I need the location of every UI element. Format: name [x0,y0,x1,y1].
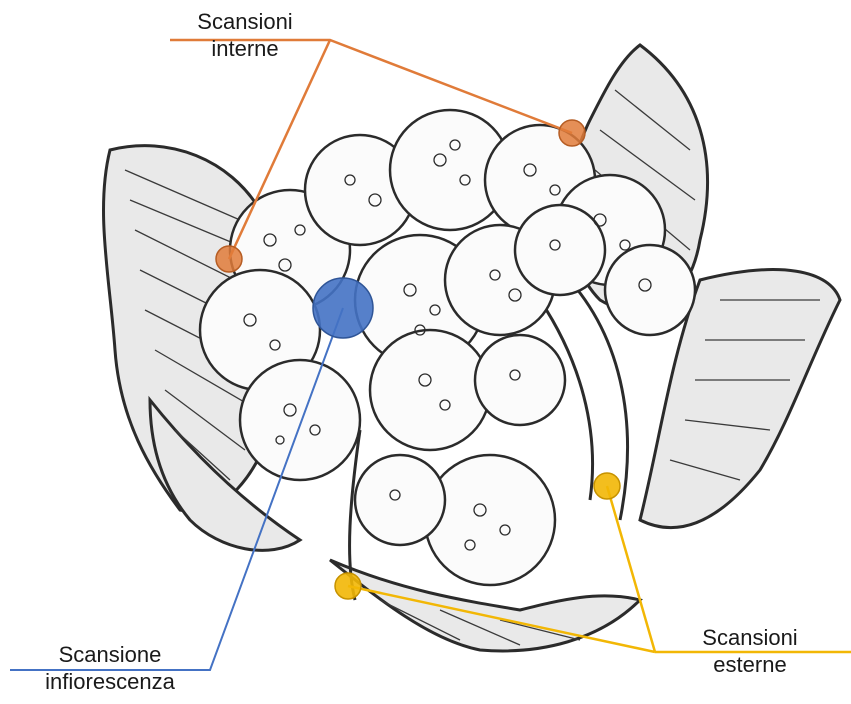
external-scan-marker-right [594,473,620,499]
internal-scan-marker-left [216,246,242,272]
external-scans-line2: esterne [650,651,850,678]
internal-scans-label: Scansioni interne [170,8,320,62]
internal-scans-line2: interne [170,35,320,62]
internal-scan-marker-right [559,120,585,146]
external-scans-label: Scansioni esterne [650,624,850,678]
internal-scans-line1: Scansioni [170,8,320,35]
inflorescence-scan-line1: Scansione [0,641,220,668]
external-scans-line1: Scansioni [650,624,850,651]
inflorescence-scan-marker [313,278,373,338]
external-scan-marker-left [335,573,361,599]
inflorescence-scan-line2: infiorescenza [0,668,220,695]
inflorescence-scan-label: Scansione infiorescenza [0,641,220,695]
